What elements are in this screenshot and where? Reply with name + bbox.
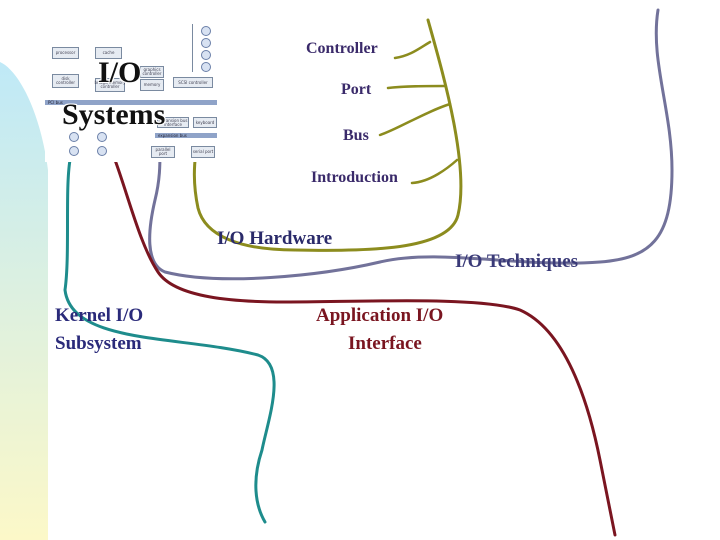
thumb-bridge-memory-controller: bridge/memory controller — [95, 78, 125, 92]
slide-title-line1: I/O — [98, 56, 142, 89]
thumb-expansion-bus: expansion bus — [155, 133, 217, 138]
slide-title-line2: Systems — [62, 98, 166, 131]
branch-controller — [393, 40, 432, 60]
label-io-hardware: I/O Hardware — [217, 228, 333, 249]
thumb-disk-2 — [201, 38, 211, 48]
branch-io-techniques — [148, 8, 674, 281]
thumb-pci-bus: PCI bus — [45, 100, 217, 105]
thumb-expansion-bus-interface: expansion bus interface — [157, 117, 189, 128]
branch-port — [386, 84, 447, 90]
thumb-processor: processor — [52, 47, 79, 59]
label-introduction: Introduction — [311, 169, 398, 186]
branch-kernel-io — [63, 158, 276, 524]
thumb-disk-3 — [201, 50, 211, 60]
label-port: Port — [341, 81, 372, 98]
thumb-scsi-controller: SCSI controller — [173, 77, 213, 88]
thumb-disk-7 — [69, 146, 79, 156]
thumb-disk-1 — [201, 26, 211, 36]
thumb-keyboard: keyboard — [193, 117, 217, 128]
label-kernel-io-line2: Subsystem — [55, 333, 142, 354]
thumb-disk-4 — [201, 62, 211, 72]
thumb-disk-8 — [97, 146, 107, 156]
branch-bus — [378, 102, 452, 137]
label-application-io-line1: Application I/O — [316, 305, 444, 326]
label-bus: Bus — [343, 127, 369, 144]
label-io-techniques: I/O Techniques — [455, 251, 579, 272]
thumb-serial-port: serial port — [191, 146, 215, 158]
architecture-thumbnail: processor cache graphics controller brid… — [45, 22, 225, 162]
thumb-memory: memory — [140, 79, 164, 91]
thumb-parallel-port: parallel port — [151, 146, 175, 158]
thumb-monitor-line — [192, 24, 193, 72]
thumb-graphics-controller: graphics controller — [140, 66, 164, 78]
branch-application-io — [113, 158, 617, 537]
label-kernel-io-line1: Kernel I/O — [55, 305, 144, 326]
label-controller: Controller — [306, 40, 378, 57]
branch-introduction — [410, 158, 459, 185]
thumb-disk-6 — [97, 132, 107, 142]
label-application-io-line2: Interface — [348, 333, 422, 354]
thumb-disk-controller: disk controller — [52, 74, 79, 88]
thumb-cache: cache — [95, 47, 122, 59]
thumb-disk-5 — [69, 132, 79, 142]
branch-io-hardware — [192, 18, 463, 252]
